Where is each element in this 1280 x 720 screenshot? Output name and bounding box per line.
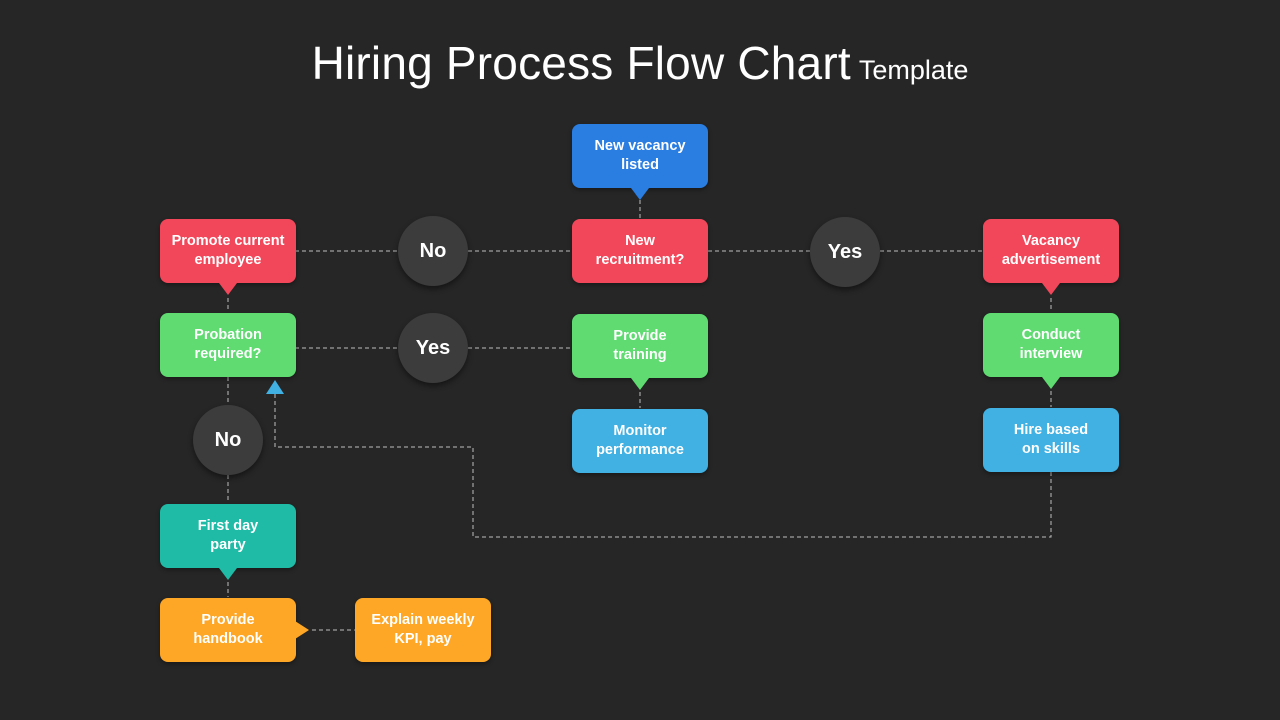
pointer-first-day-party [219,568,237,580]
pointer-new-vacancy [631,188,649,200]
pointer-provide-training [631,378,649,390]
pointer-vacancy-advertisement [1042,283,1060,295]
decision-probation-yes: Yes [398,313,468,383]
node-new-vacancy: New vacancy listed [572,124,708,188]
node-promote-current: Promote current employee [160,219,296,283]
pointer-provide-handbook [295,621,309,639]
pointer-promote-current [219,283,237,295]
node-probation-required: Probation required? [160,313,296,377]
title-sub: Template [858,55,969,85]
decision-probation-no: No [193,405,263,475]
decision-recruitment-no: No [398,216,468,286]
title-main: Hiring Process Flow Chart [311,37,851,89]
node-provide-handbook: Provide handbook [160,598,296,662]
node-vacancy-advertisement: Vacancy advertisement [983,219,1119,283]
connector-hire-to-probation [274,394,1052,538]
node-hire-based-on-skills: Hire based on skills [983,408,1119,472]
pointer-probation-arrow-up [266,380,284,394]
node-new-recruitment: New recruitment? [572,219,708,283]
node-provide-training: Provide training [572,314,708,378]
node-conduct-interview: Conduct interview [983,313,1119,377]
node-first-day-party: First day party [160,504,296,568]
decision-recruitment-yes: Yes [810,217,880,287]
node-monitor-performance: Monitor performance [572,409,708,473]
node-explain-weekly: Explain weekly KPI, pay [355,598,491,662]
pointer-conduct-interview [1042,377,1060,389]
